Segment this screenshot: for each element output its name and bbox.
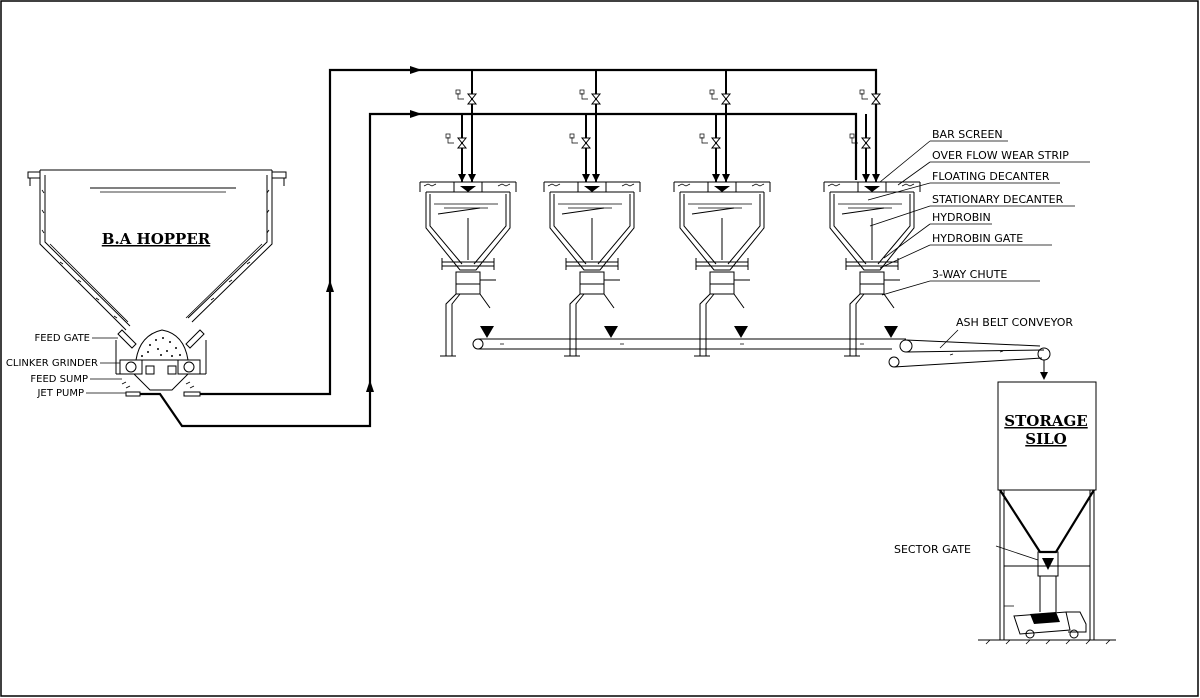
storage-silo: STORAGE SILO SECTOR GATE bbox=[894, 381, 1116, 645]
ba-hopper: B.A HOPPER FEED GATE CLINKER GRINDER FEE… bbox=[6, 169, 287, 399]
hopper-title: B.A HOPPER bbox=[102, 230, 211, 248]
jet-pump-label: JET PUMP bbox=[36, 388, 84, 399]
hydrobin-unit bbox=[419, 70, 517, 357]
overflow-wear-strip-label: OVER FLOW WEAR STRIP bbox=[932, 149, 1069, 162]
sector-gate-label: SECTOR GATE bbox=[894, 543, 971, 556]
hydrobin-gate-label: HYDROBIN GATE bbox=[932, 232, 1023, 245]
bar-screen-label: BAR SCREEN bbox=[932, 128, 1003, 141]
conveyor-label: ASH BELT CONVEYOR bbox=[956, 316, 1073, 329]
three-way-chute-label: 3-WAY CHUTE bbox=[932, 268, 1007, 281]
stationary-decanter-label: STATIONARY DECANTER bbox=[932, 193, 1064, 206]
hydrobin-unit bbox=[673, 70, 771, 357]
feed-gate-label: FEED GATE bbox=[34, 333, 90, 344]
floating-decanter-label: FLOATING DECANTER bbox=[932, 170, 1050, 183]
hydrobin-array bbox=[419, 70, 921, 357]
slurry-pipelines bbox=[140, 66, 878, 428]
silo-title-line2: SILO bbox=[1025, 430, 1066, 448]
hydrobin-callouts: BAR SCREEN OVER FLOW WEAR STRIP FLOATING… bbox=[867, 128, 1090, 296]
feed-sump-label: FEED SUMP bbox=[30, 374, 88, 385]
hydrobin-unit bbox=[823, 70, 921, 357]
hydrobin-label: HYDROBIN bbox=[932, 211, 991, 224]
silo-title-line1: STORAGE bbox=[1004, 412, 1087, 430]
hydrobin-unit bbox=[543, 70, 641, 357]
ash-belt-conveyor: ASH BELT CONVEYOR bbox=[472, 316, 1073, 380]
clinker-grinder-label: CLINKER GRINDER bbox=[6, 358, 98, 369]
